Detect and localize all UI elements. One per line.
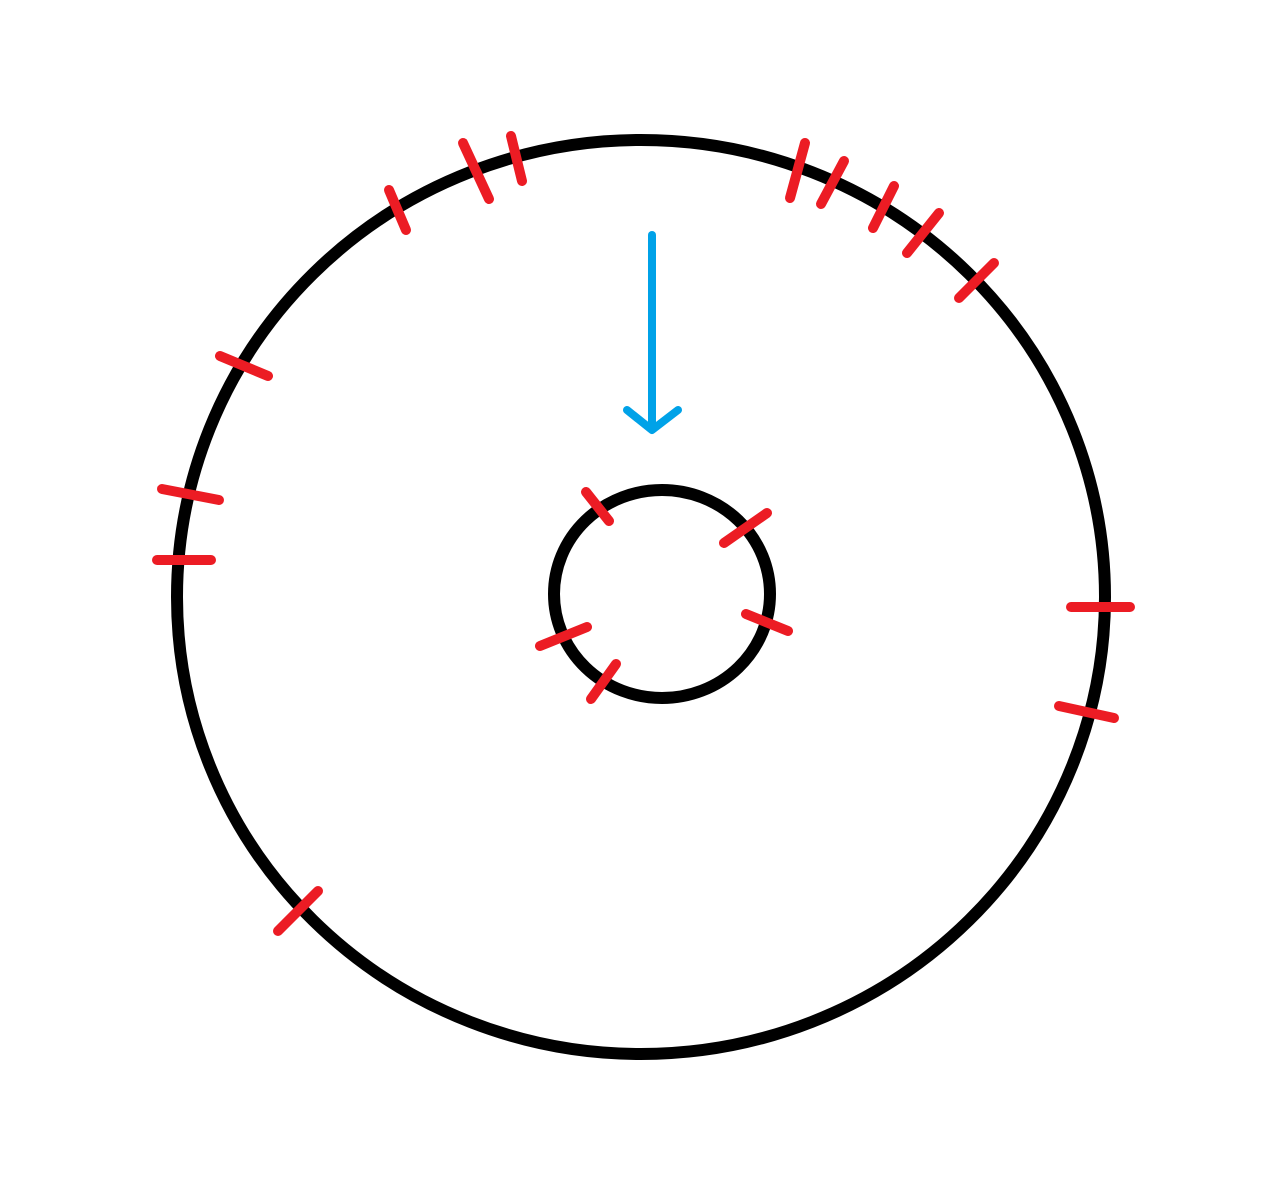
outer-tick: [273, 886, 323, 936]
inner-tick: [581, 487, 614, 526]
arrow-head: [623, 406, 682, 434]
inner-circle-ticks: [535, 487, 793, 704]
outer-tick: [868, 181, 899, 233]
arrow-down-icon: [623, 231, 682, 434]
outer-circle: [171, 134, 1111, 1060]
inner-tick: [535, 622, 592, 651]
outer-tick: [785, 138, 810, 203]
inner-tick: [741, 609, 793, 636]
inner-tick: [719, 508, 772, 548]
outer-tick: [458, 138, 494, 204]
outer-tick: [157, 484, 224, 505]
inner-tick: [586, 659, 621, 704]
outer-tick: [954, 258, 999, 303]
outer-tick: [902, 208, 944, 258]
inner-circle: [548, 484, 776, 704]
outer-tick: [384, 185, 411, 235]
outer-tick: [215, 351, 273, 381]
outer-tick: [816, 156, 849, 209]
outer-tick: [1054, 701, 1119, 723]
outer-circle-ticks: [152, 131, 1135, 936]
outer-tick: [506, 131, 527, 186]
